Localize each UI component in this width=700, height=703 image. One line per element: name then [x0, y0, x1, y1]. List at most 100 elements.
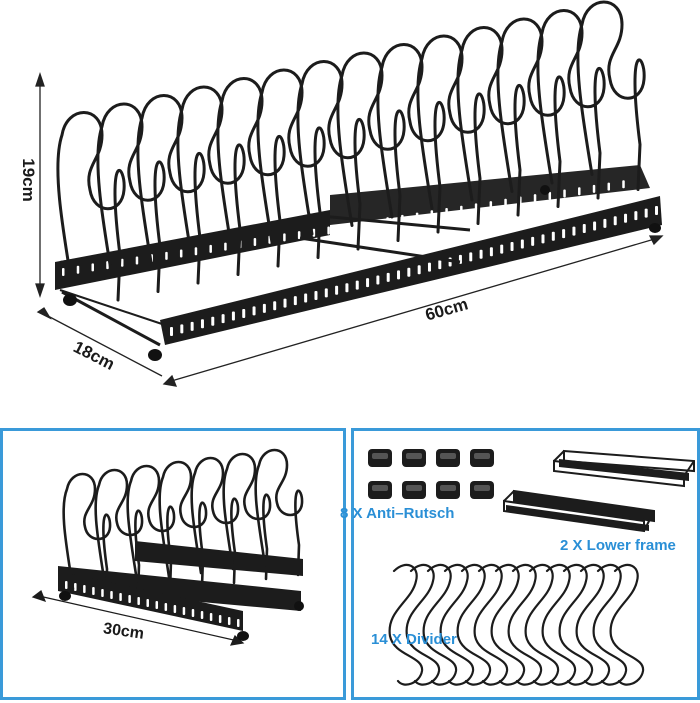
divider-hook-icon — [558, 563, 594, 686]
panel-slot — [582, 224, 586, 234]
panel-slot — [135, 256, 139, 265]
main-rack-illustration — [35, 0, 664, 387]
divider-wire — [456, 26, 526, 217]
rubber-foot-icon — [402, 481, 426, 499]
panel-slot — [173, 605, 177, 613]
divider-wire — [216, 77, 286, 268]
divider-wire — [56, 111, 126, 302]
panel-slot — [376, 275, 380, 285]
panel-slot — [242, 308, 246, 318]
panel-slot — [209, 244, 212, 253]
panel-slot — [224, 242, 227, 251]
panel-slot — [297, 231, 301, 240]
panel-slot — [430, 210, 434, 219]
panel-slot — [209, 613, 213, 621]
panel-slot — [74, 583, 77, 591]
panel-slot — [180, 324, 184, 334]
panel-slot — [283, 233, 286, 242]
panel-slot — [237, 619, 240, 627]
rubber-foot-icon — [470, 481, 494, 499]
panel-slot — [510, 242, 514, 252]
divider-hook-icon — [592, 563, 628, 686]
panel-slot — [572, 226, 576, 236]
height-label: 19cm — [19, 158, 38, 202]
panel-slot — [489, 201, 493, 210]
panel-slot — [563, 189, 566, 198]
panel-slot — [253, 238, 257, 246]
panel-slot — [327, 226, 330, 235]
panel-slot — [622, 180, 625, 189]
parts-panel: 8 X Anti–Rutsch 2 X Lower frame 14 X Div… — [340, 428, 700, 700]
panel-slot — [164, 603, 168, 611]
panel-slot — [438, 260, 442, 270]
panel-slot — [65, 581, 68, 589]
panel-slot — [593, 221, 597, 231]
parts-illustration — [368, 449, 695, 686]
panel-slot — [500, 244, 504, 254]
panel-slot — [62, 268, 65, 276]
divider-hook-icon — [405, 563, 441, 686]
divider-wire — [158, 460, 208, 589]
divider-hook-icon — [473, 563, 509, 686]
panel-slot — [366, 278, 370, 288]
panel-slot — [200, 319, 204, 329]
divider-hook-icon — [388, 563, 424, 686]
panel-slot — [655, 206, 658, 215]
panel-slot — [128, 595, 131, 603]
panel-slot — [520, 239, 524, 249]
panel-slot — [200, 611, 204, 619]
panel-slot — [541, 234, 545, 244]
panel-slot — [397, 270, 401, 280]
panel-slot — [345, 283, 349, 293]
panel-slot — [146, 599, 149, 607]
rubber-foot-icon — [436, 481, 460, 499]
panel-slot — [92, 587, 95, 595]
panel-slot — [91, 263, 94, 272]
divider-wire — [376, 43, 446, 234]
rubber-foot-icon — [368, 449, 392, 467]
rubber-foot-icon — [470, 449, 494, 467]
panel-slot — [603, 218, 607, 228]
divider-hook-icon — [456, 563, 492, 686]
panel-slot — [613, 216, 617, 226]
rubber-foot-icon — [368, 481, 392, 499]
divider-wire — [256, 68, 326, 259]
panel-slot — [137, 597, 140, 605]
panel-slot — [304, 293, 308, 303]
panel-slot — [119, 593, 122, 601]
panel-slot — [182, 607, 186, 615]
dimension-arrows — [35, 71, 664, 387]
panel-slot — [110, 591, 113, 599]
divider-wire — [94, 468, 144, 597]
panel-slot — [293, 296, 297, 306]
panel-slot — [273, 301, 277, 311]
panel-slot — [445, 208, 448, 216]
divider-wire — [536, 9, 606, 200]
panel-slot — [155, 601, 159, 609]
lower-frame-label: 2 X Lower frame — [560, 537, 676, 554]
divider-wire — [496, 17, 566, 208]
divider-hook-icon — [439, 563, 475, 686]
short-rack-illustration — [31, 448, 304, 646]
divider-wire — [222, 452, 272, 581]
panel-slot — [533, 194, 537, 203]
panel-slot — [427, 262, 431, 272]
divider-wire — [190, 456, 240, 585]
divider-wire — [62, 472, 112, 601]
divider-wire — [576, 0, 646, 191]
panel-slot — [170, 327, 173, 336]
panel-slot — [76, 265, 80, 274]
panel-slot — [469, 252, 473, 262]
frame-icon — [503, 449, 695, 533]
divider-wire — [126, 464, 176, 593]
panel-slot — [504, 198, 507, 207]
panel-slot — [417, 265, 421, 275]
panel-slot — [401, 214, 404, 223]
rubber-foot-icon — [436, 449, 460, 467]
panel-slot — [324, 288, 328, 298]
panel-slot — [314, 290, 318, 300]
panel-slot — [221, 314, 225, 324]
divider-hook-icon — [524, 563, 560, 686]
panel-slot — [607, 182, 611, 191]
panel-slot — [531, 236, 535, 246]
